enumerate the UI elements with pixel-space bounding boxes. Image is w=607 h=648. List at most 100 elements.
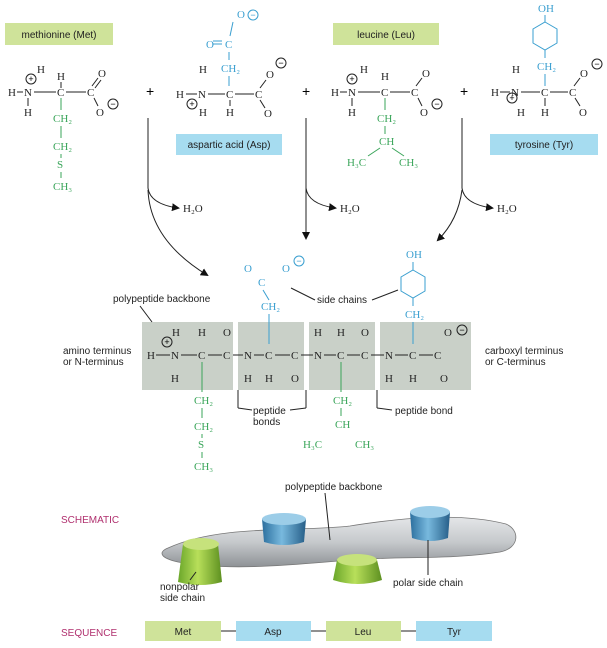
svg-text:CH₂: CH₂ [194,421,213,433]
backbone-box-1 [142,322,233,390]
nonpolar-side-chain-label: nonpolar [160,582,200,593]
svg-text:H: H [314,327,322,339]
svg-text:H: H [37,64,45,76]
svg-text:H: H [348,107,356,119]
svg-text:CH₂: CH₂ [261,301,280,313]
svg-text:Met: Met [175,627,192,638]
side-chains-label: side chains [317,295,367,306]
schematic-title: SCHEMATIC [61,515,119,526]
svg-text:methionine (Met): methionine (Met) [21,30,96,41]
peptide-bonds-label: bonds [253,417,280,428]
svg-text:H: H [176,89,184,101]
schematic-drawing: polypeptide backbone nonpolar side chain… [160,482,517,604]
svg-text:CH₂: CH₂ [405,309,424,321]
nonpolar-side-chain-cylinder [178,544,222,585]
svg-text:CH₂: CH₂ [53,113,72,125]
plus-sign: + [302,83,310,99]
svg-text:H: H [57,71,65,83]
svg-text:O: O [237,9,245,21]
svg-text:CH₂: CH₂ [53,141,72,153]
svg-text:+: + [509,93,514,103]
svg-text:Leu: Leu [355,627,372,638]
svg-text:O: O [206,39,214,51]
water-label: H₂O [183,203,203,215]
nonpolar-side-chain-cylinder [333,560,382,584]
svg-text:C: C [198,350,205,362]
nonpolar-side-chain-label: side chain [160,593,205,604]
svg-text:Tyr: Tyr [447,627,462,638]
svg-text:H: H [541,107,549,119]
svg-text:C: C [337,350,344,362]
svg-text:N: N [24,87,32,99]
svg-text:H: H [381,71,389,83]
svg-text:+: + [164,337,169,347]
aspartic-acid-label-box: aspartic acid (Asp) [176,134,282,155]
aspartic-acid-structure: − O O C CH₂ H H N + H C H C O − O [176,9,287,120]
svg-text:O: O [282,263,290,275]
svg-text:H: H [337,327,345,339]
svg-text:O: O [223,327,231,339]
svg-text:H: H [171,373,179,385]
peptide-bonds-label: peptide [253,406,286,417]
svg-text:CH₃: CH₃ [194,461,213,473]
polypeptide-structure: polypeptide backbone amino terminus or N… [63,249,563,473]
svg-text:H: H [199,107,207,119]
svg-text:O: O [440,373,448,385]
svg-text:H: H [244,373,252,385]
leucine-structure: + H H N H C H C O O − CH₂ CH H₃C CH₃ [331,64,443,169]
svg-text:H: H [517,107,525,119]
sequence-box-asp [236,621,311,641]
svg-text:H: H [172,327,180,339]
polar-side-chain-label: polar side chain [393,578,463,589]
svg-text:−: − [278,58,283,68]
svg-text:CH₃: CH₃ [53,181,72,193]
schematic-backbone-label: polypeptide backbone [285,482,383,493]
svg-text:C: C [434,350,441,362]
svg-text:C: C [541,87,548,99]
polypeptide-backbone-label: polypeptide backbone [113,294,211,305]
svg-text:H: H [409,373,417,385]
svg-text:+: + [28,74,33,84]
svg-text:CH₂: CH₂ [221,63,240,75]
svg-text:C: C [411,87,418,99]
svg-text:H: H [385,373,393,385]
leucine-label-box: leucine (Leu) [333,23,439,45]
svg-text:H: H [331,87,339,99]
sequence-title: SEQUENCE [61,628,117,639]
svg-text:C: C [361,350,368,362]
water-label: H₂O [340,203,360,215]
svg-text:O: O [422,68,430,80]
svg-text:CH₂: CH₂ [333,395,352,407]
svg-text:CH₃: CH₃ [399,157,418,169]
polar-side-chain-cylinder [410,512,450,541]
svg-text:CH₂: CH₂ [194,395,213,407]
amino-terminus-label: or N-terminus [63,357,124,368]
svg-text:+: + [189,99,194,109]
svg-text:−: − [459,325,464,335]
svg-text:Asp: Asp [264,627,282,638]
svg-text:H: H [226,107,234,119]
svg-text:N: N [511,87,519,99]
plus-sign: + [460,83,468,99]
reaction-arrows: H₂O H₂O H₂O [147,118,517,277]
svg-text:CH₃: CH₃ [355,439,374,451]
svg-text:−: − [110,99,115,109]
svg-text:O: O [579,107,587,119]
tyrosine-label-box: tyrosine (Tyr) [490,134,598,155]
svg-text:N: N [198,89,206,101]
backbone-box-3 [309,322,375,390]
svg-text:H: H [265,373,273,385]
svg-text:O: O [444,327,452,339]
svg-text:C: C [409,350,416,362]
svg-text:S: S [57,159,63,171]
svg-text:O: O [291,373,299,385]
svg-text:−: − [296,256,301,266]
svg-text:tyrosine (Tyr): tyrosine (Tyr) [515,140,573,151]
svg-text:H₃C: H₃C [347,157,366,169]
svg-text:C: C [381,87,388,99]
svg-text:H: H [147,350,155,362]
svg-text:N: N [385,350,393,362]
sequence-box-met [145,621,221,641]
svg-text:−: − [250,10,255,20]
